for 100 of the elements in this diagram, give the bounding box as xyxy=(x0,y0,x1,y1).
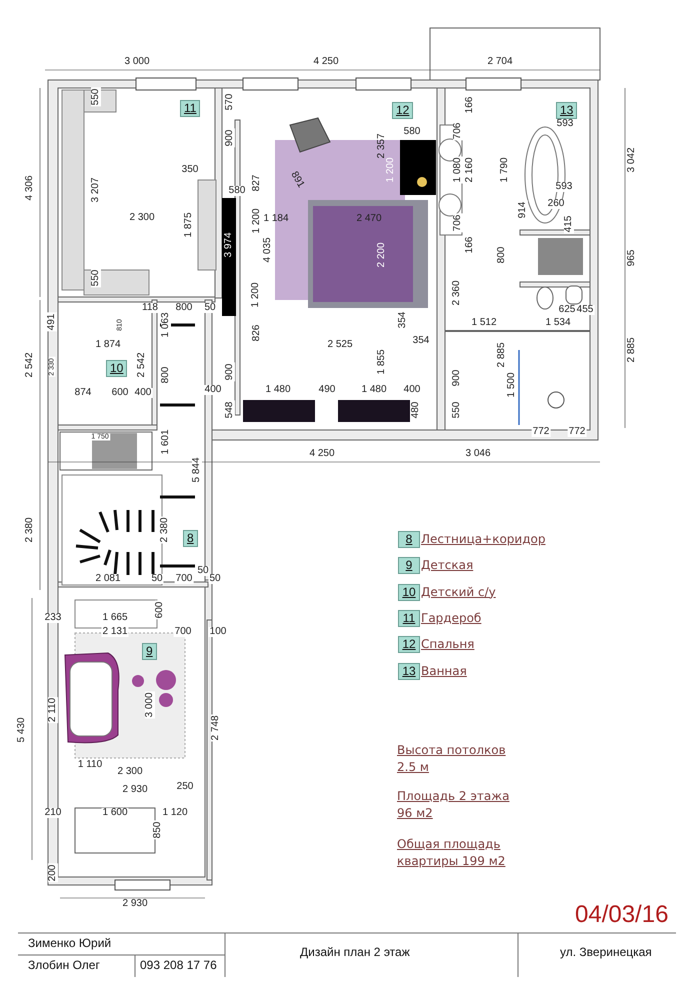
dimension-label: 800 xyxy=(497,246,507,264)
room-number-tag: 10 xyxy=(398,584,420,601)
dimension-label: 2 300 xyxy=(116,767,144,777)
dimension-label: 800 xyxy=(161,366,171,384)
dimension-label: 1 200 xyxy=(252,207,262,235)
dimension-label: 2 542 xyxy=(137,351,147,379)
dimension-label: 5 844 xyxy=(192,456,202,484)
dimension-label: 1 875 xyxy=(184,211,194,239)
dimension-label: 400 xyxy=(402,385,422,395)
room-name: Ванная xyxy=(421,664,467,676)
dimension-label: 1 063 xyxy=(161,311,171,339)
dimension-label: 550 xyxy=(452,400,462,420)
note-text: Высота потолков 2.5 м xyxy=(397,742,507,776)
dimension-label: 1 080 xyxy=(453,156,463,184)
room-name: Спальня xyxy=(421,638,474,650)
room-number-tag: 8 xyxy=(398,531,420,548)
room-number-tag: 8 xyxy=(183,530,198,548)
dimension-label: 625 xyxy=(558,305,576,315)
room-number-tag: 9 xyxy=(142,643,157,660)
date-text: 04/03/16 xyxy=(575,903,668,927)
dimension-label: 4 250 xyxy=(308,449,336,459)
dimension-label: 166 xyxy=(465,96,475,114)
room-number-tag: 13 xyxy=(556,102,578,120)
dimension-label: 2 470 xyxy=(355,214,383,224)
dimension-label: 1 534 xyxy=(544,318,572,328)
dimension-label: 2 081 xyxy=(94,574,122,584)
dimension-label: 700 xyxy=(174,574,194,584)
dimension-label: 600 xyxy=(110,388,130,398)
dimension-label: 2 885 xyxy=(497,341,507,369)
dimension-label: 3 042 xyxy=(627,146,637,174)
dimension-label: 1 184 xyxy=(262,214,290,224)
dimension-label: 2 930 xyxy=(121,785,149,795)
dimension-label: 593 xyxy=(556,119,574,129)
designer-name: Злобин Олег xyxy=(28,959,100,971)
dimension-label: 1 600 xyxy=(101,808,129,818)
dimension-label: 50 xyxy=(208,574,222,584)
dimension-label: 827 xyxy=(252,174,262,192)
dimension-label: 1 200 xyxy=(386,156,396,184)
dimension-label: 3 000 xyxy=(123,57,151,67)
dimension-label: 2 357 xyxy=(377,132,387,159)
dimension-label: 400 xyxy=(134,388,152,398)
dimension-label: 900 xyxy=(225,128,235,148)
dimension-label: 260 xyxy=(546,199,566,209)
room-number-tag: 11 xyxy=(398,610,420,628)
dimension-label: 3 046 xyxy=(464,449,492,459)
dimension-label: 593 xyxy=(554,182,574,192)
dimension-label: 706 xyxy=(453,214,463,232)
dimension-label: 2 380 xyxy=(25,516,35,544)
dimension-label: 233 xyxy=(44,613,62,623)
dimension-label: 2 542 xyxy=(25,351,35,379)
room-number-tag: 12 xyxy=(392,102,414,120)
dimension-label: 1 110 xyxy=(76,760,104,770)
dimension-label: 2 300 xyxy=(128,213,156,223)
dimension-label: 1 200 xyxy=(251,281,261,309)
dimension-label: 200 xyxy=(48,864,58,882)
dimension-label: 3 974 xyxy=(224,231,234,259)
room-name: Лестница+коридор xyxy=(421,533,546,545)
dimension-label: 1 120 xyxy=(161,808,189,818)
dimension-label: 965 xyxy=(627,248,637,268)
designer-name: Зименко Юрий xyxy=(28,937,112,949)
dimension-label: 550 xyxy=(91,268,101,288)
dimension-label: 2 704 xyxy=(486,57,514,67)
dimension-label: 600 xyxy=(155,600,165,620)
dimension-label: 1 855 xyxy=(377,348,387,376)
dimension-label: 1 512 xyxy=(470,318,498,328)
dimension-label: 491 xyxy=(47,312,57,332)
dimension-label: 900 xyxy=(225,362,235,382)
dimension-label: 4 306 xyxy=(25,174,35,202)
dimension-label: 1 874 xyxy=(94,340,122,350)
note-text: Общая площадь квартиры 199 м2 xyxy=(397,836,506,870)
room-name: Детская xyxy=(421,559,474,572)
dimension-label: 100 xyxy=(208,627,228,637)
dimension-label: 3 207 xyxy=(91,176,101,204)
dimension-label: 548 xyxy=(225,400,235,420)
dimension-label: 891 xyxy=(288,169,306,191)
dimension-label: 706 xyxy=(453,122,463,140)
dimension-label: 2 748 xyxy=(211,714,221,742)
dimension-label: 2 200 xyxy=(377,241,387,269)
dimension-label: 2 360 xyxy=(452,279,462,307)
room-number-tag: 10 xyxy=(106,360,128,378)
dimension-label: 415 xyxy=(564,214,574,234)
dimension-label: 2 930 xyxy=(121,899,149,909)
dimension-label: 1 480 xyxy=(360,385,388,395)
dimension-label: 2 110 xyxy=(48,696,58,724)
address-text: ул. Зверинецкая xyxy=(560,946,652,958)
room-number-tag: 9 xyxy=(398,557,420,574)
dimension-label: 850 xyxy=(153,820,163,840)
dimension-label: 2 131 xyxy=(101,627,129,637)
dimension-label: 550 xyxy=(91,88,101,106)
dimension-label: 354 xyxy=(398,310,408,330)
dimension-label: 1 665 xyxy=(101,613,129,623)
dimension-label: 1 601 xyxy=(161,428,171,456)
dimension-label: 2 380 xyxy=(160,516,170,544)
dimension-label: 1 480 xyxy=(264,385,292,395)
dimension-label: 914 xyxy=(518,200,528,220)
dimension-label: 5 430 xyxy=(17,716,27,744)
dimension-label: 772 xyxy=(532,427,550,437)
dimension-label: 700 xyxy=(174,627,192,637)
dimension-label: 2 885 xyxy=(627,336,637,364)
dimension-label: 480 xyxy=(411,400,421,420)
